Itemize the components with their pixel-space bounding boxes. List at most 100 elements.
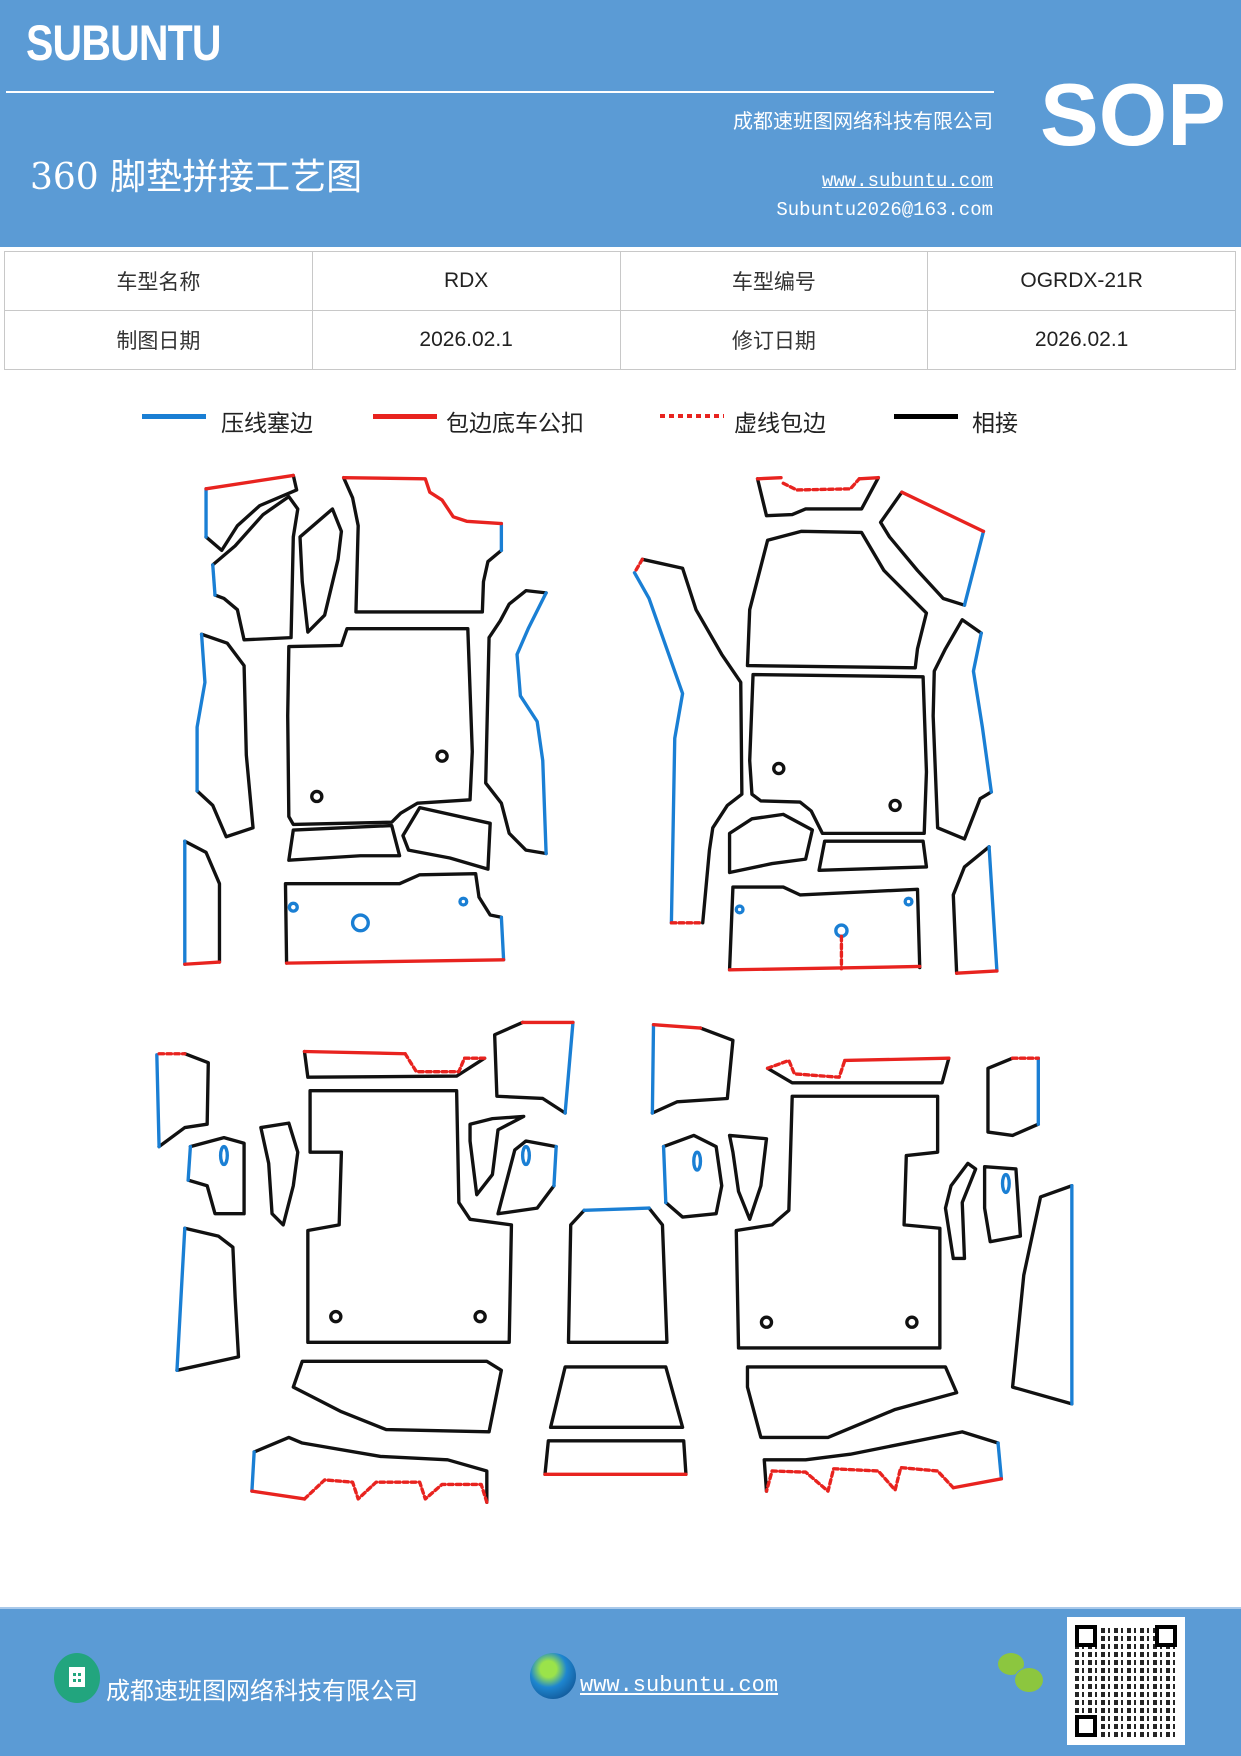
mat-piece — [157, 1052, 210, 1149]
edge-wrap-red — [857, 475, 881, 481]
edge-press-line — [650, 1022, 656, 1115]
mat-piece — [931, 618, 994, 841]
blue-hole — [903, 896, 914, 907]
edge-wrap-red — [900, 490, 986, 534]
table-row: 制图日期 2026.02.1 修订日期 2026.02.1 — [4, 310, 1236, 370]
mat-piece — [878, 490, 967, 607]
mat-piece — [484, 588, 548, 856]
edge-wrap-red — [954, 969, 999, 975]
edge-wrap-red — [651, 1022, 703, 1030]
mat-piece — [543, 1439, 688, 1477]
value-revision-date: 2026.02.1 — [927, 310, 1236, 370]
edge-dotted-wrap — [764, 1465, 955, 1493]
mat-piece — [401, 805, 492, 871]
mat-piece — [341, 475, 504, 614]
mat-piece — [951, 845, 991, 975]
label-draw-date: 制图日期 — [4, 310, 313, 370]
label-model-name: 车型名称 — [4, 251, 313, 311]
legend-swatch-black — [894, 414, 958, 419]
edge-dotted-wrap — [632, 557, 644, 575]
legend-label: 压线塞边 — [221, 411, 313, 437]
edge-press-line — [175, 1226, 187, 1372]
edge-press-line — [186, 1144, 193, 1182]
page-title: 360 脚垫拼接工艺图 — [30, 157, 363, 198]
mat-piece — [287, 823, 402, 862]
edge-dotted-wrap — [302, 1478, 489, 1504]
header-website-link[interactable]: www.subuntu.com — [821, 170, 993, 192]
mat-piece — [745, 529, 929, 670]
mat-piece — [640, 557, 744, 925]
edge-press-line — [962, 529, 986, 607]
edge-wrap-red — [204, 473, 295, 491]
mat-piece — [745, 1365, 959, 1440]
header-email: Subuntu2026@163.com — [776, 199, 993, 221]
header-company: 成都速班图网络科技有限公司 — [733, 109, 993, 133]
edge-wrap-red — [727, 964, 922, 972]
mat-piece — [817, 839, 929, 872]
sop-badge: SOP — [1040, 65, 1226, 164]
edge-press-line — [250, 1450, 256, 1493]
edge-wrap-red — [183, 960, 222, 966]
edge-press-line — [632, 571, 685, 925]
edge-dotted-wrap — [781, 477, 862, 492]
blue-slot — [520, 1144, 532, 1167]
edge-press-line — [661, 1144, 668, 1205]
edge-press-line — [987, 845, 999, 973]
mat-piece — [755, 475, 881, 518]
blue-hole — [458, 896, 469, 907]
mat-piece — [468, 1114, 526, 1197]
legend-swatch-red — [373, 414, 437, 419]
building-icon — [54, 1653, 100, 1703]
blue-slot — [218, 1144, 229, 1167]
mat-piece-main-rear-right — [734, 1094, 942, 1350]
mat-hole — [759, 1315, 774, 1329]
mat-piece — [1010, 1184, 1074, 1406]
header: SUBUNTU 成都速班图网络科技有限公司 SOP 360 脚垫拼接工艺图 ww… — [0, 0, 1241, 247]
mat-piece — [982, 1165, 1023, 1244]
footer-website-link[interactable]: www.subuntu.com — [580, 1673, 779, 1698]
mat-piece — [727, 885, 922, 972]
legend-label: 相接 — [972, 411, 1018, 437]
edge-press-line — [582, 1206, 651, 1213]
mat-piece — [986, 1056, 1040, 1138]
edge-wrap-red — [302, 1049, 407, 1056]
mat-piece — [298, 507, 344, 634]
mat-piece — [186, 1135, 246, 1216]
mat-piece — [727, 1133, 769, 1221]
mat-piece — [195, 632, 255, 839]
mat-piece — [650, 1026, 735, 1115]
blue-hole — [734, 904, 745, 915]
logo: SUBUNTU — [26, 15, 222, 71]
mat-piece — [259, 1121, 300, 1227]
edge-press-line — [155, 1053, 161, 1149]
edge-dotted-wrap — [765, 1058, 847, 1079]
legend: 压线塞边 包边底车公扣 虚线包边 相接 — [0, 404, 1241, 440]
mat-piece — [211, 494, 300, 642]
qr-code — [1067, 1617, 1185, 1745]
edge-wrap-red — [250, 1489, 307, 1501]
mat-piece — [183, 839, 222, 964]
mat-piece — [252, 1435, 489, 1504]
mat-hole — [888, 798, 902, 813]
edge-wrap-red — [755, 475, 783, 481]
mat-hole — [435, 749, 449, 763]
edge-wrap-red — [951, 1477, 1004, 1490]
blue-hole — [350, 913, 370, 933]
mat-piece-center — [566, 1206, 669, 1345]
mat-piece-main-front-left — [286, 626, 474, 827]
mat-piece — [762, 1430, 1000, 1493]
blue-slot — [692, 1150, 703, 1172]
mat-piece — [291, 1359, 504, 1434]
vehicle-info-table: 车型名称 RDX 车型编号 OGRDX-21R 制图日期 2026.02.1 修… — [4, 251, 1236, 370]
blue-hole — [834, 923, 849, 938]
blue-slot — [1000, 1172, 1011, 1195]
mat-piece — [765, 1056, 951, 1085]
mat-hole — [329, 1309, 343, 1324]
mat-piece — [727, 812, 815, 875]
edge-dotted-wrap — [403, 1052, 487, 1074]
mat-piece — [943, 1161, 978, 1261]
legend-swatch-blue — [142, 414, 206, 419]
value-draw-date: 2026.02.1 — [311, 310, 621, 370]
globe-icon — [530, 1653, 576, 1699]
mat-piece — [204, 473, 299, 553]
